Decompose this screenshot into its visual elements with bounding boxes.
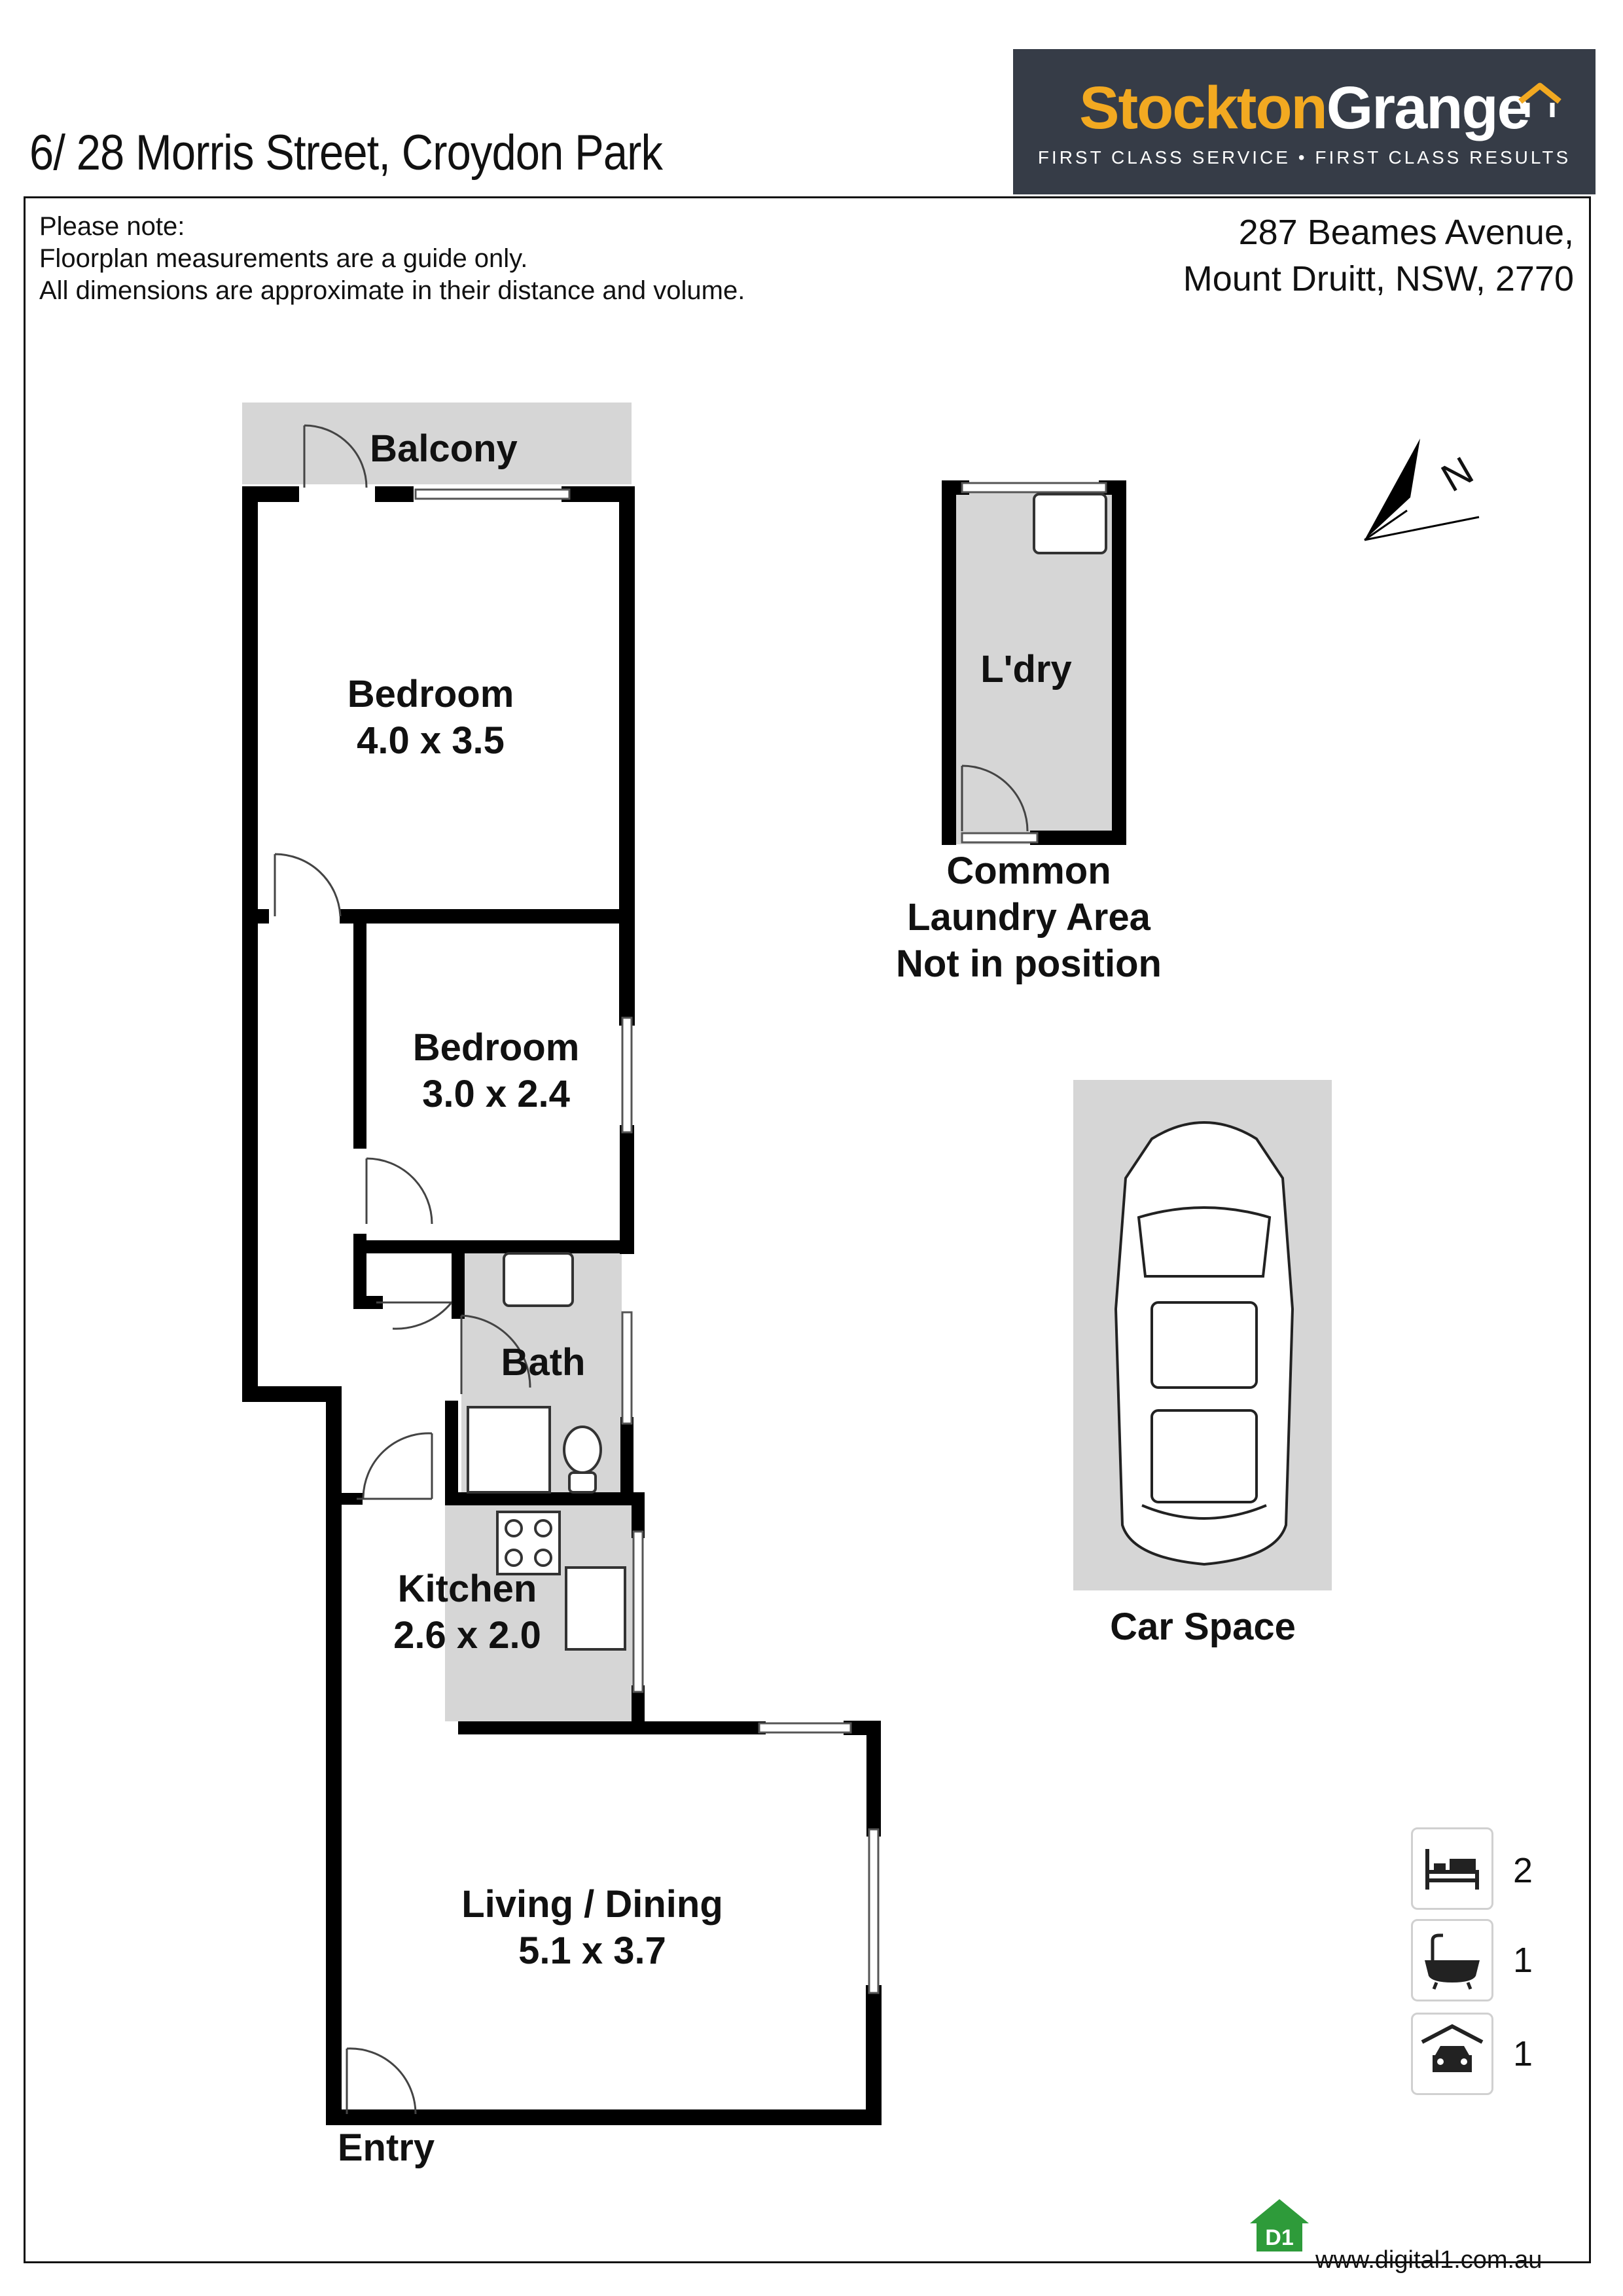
notes-line: All dimensions are approximate in their …: [39, 276, 745, 305]
house-roof-icon: [1518, 82, 1561, 117]
bathroom-count: 1: [1513, 1941, 1533, 1980]
bedroom1-label: Bedroom 4.0 x 3.5: [347, 673, 514, 762]
walls: [242, 480, 1126, 2125]
digital1-logo: D1: [1250, 2199, 1309, 2251]
svg-text:D1: D1: [1265, 2225, 1293, 2250]
basin-icon: [503, 1252, 574, 1307]
laundry-sink-icon: [1033, 493, 1107, 554]
laundry-label: L'dry: [980, 648, 1072, 691]
disclaimer-notes: Please note: Floorplan measurements are …: [39, 211, 745, 307]
fixtures: [467, 493, 1107, 1651]
content-frame: [24, 196, 1591, 2263]
kitchen-sink-icon: [565, 1566, 626, 1651]
brand-tagline: FIRST CLASS SERVICE • FIRST CLASS RESULT…: [1037, 147, 1571, 168]
car-icon: [1114, 1121, 1294, 1566]
laundry-note: Common Laundry Area Not in position: [896, 850, 1162, 985]
shower-icon: [467, 1406, 551, 1494]
brand-logo: StocktonGrange FIRST CLASS SERVICE • FIR…: [1013, 49, 1596, 194]
property-address: 6/ 28 Morris Street, Croydon Park: [29, 125, 663, 181]
bed-icon: [1425, 1849, 1479, 1890]
notes-line: Floorplan measurements are a guide only.: [39, 244, 528, 273]
toilet-icon: [563, 1426, 602, 1474]
car-count: 1: [1513, 2034, 1533, 2073]
garage-car-icon: [1421, 2024, 1484, 2072]
car-count-box: [1411, 2013, 1493, 2095]
bathroom-count-box: [1411, 1919, 1493, 2001]
bedroom2-label: Bedroom 3.0 x 2.4: [412, 1026, 580, 1115]
doors: [274, 424, 1029, 2115]
balcony-label: Balcony: [370, 427, 518, 470]
cooktop-icon: [496, 1511, 561, 1575]
notes-line: Please note:: [39, 212, 185, 241]
office-address: 287 Beames Avenue, Mount Druitt, NSW, 27…: [1183, 213, 1574, 298]
bedroom-count-box: [1411, 1827, 1493, 1910]
windows: [414, 482, 1107, 1994]
entry-label: Entry: [337, 2126, 435, 2169]
bath-label: Bath: [501, 1341, 586, 1384]
compass-icon: [1364, 439, 1480, 541]
living-dining-label: Living / Dining 5.1 x 3.7: [461, 1883, 723, 1972]
brand-wordmark: StocktonGrange: [1079, 75, 1531, 141]
bedroom-count: 2: [1513, 1851, 1533, 1890]
website-link[interactable]: www.digital1.com.au: [1315, 2246, 1543, 2274]
kitchen-label: Kitchen 2.6 x 2.0: [393, 1568, 541, 1657]
balcony-area: [242, 403, 632, 484]
car-space-label: Car Space: [1110, 1605, 1296, 1648]
bathtub-icon: [1425, 1933, 1480, 1990]
